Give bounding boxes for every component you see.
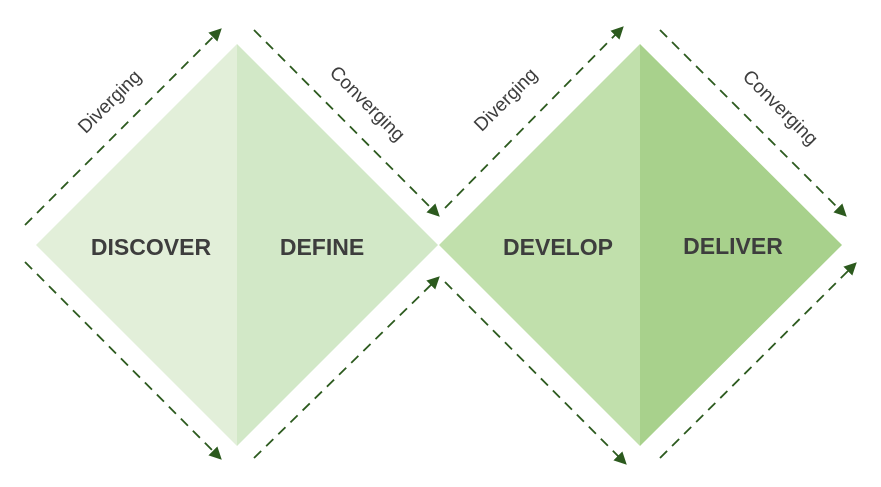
diverging-arrow-1-top <box>24 28 222 226</box>
deliver-half <box>640 44 842 446</box>
diverging-arrow-2-top <box>444 26 624 209</box>
converging-arrow-2-bottom <box>659 262 857 459</box>
define-label: DEFINE <box>280 234 364 260</box>
converging-arrow-2-top <box>659 29 847 217</box>
develop-label: DEVELOP <box>503 234 613 260</box>
discover-label: DISCOVER <box>91 234 212 260</box>
converging-label-2: Converging <box>738 66 822 150</box>
flow-arrows <box>24 26 857 465</box>
converging-arrow-1-top <box>253 29 440 217</box>
diverging-label-2: Diverging <box>470 64 542 136</box>
converging-arrow-1-bottom <box>253 276 440 459</box>
diverging-arrow-1-bottom <box>24 261 222 460</box>
discover-half <box>36 44 237 446</box>
diverging-label-1: Diverging <box>74 66 146 138</box>
diamond-discover-define: DISCOVER DEFINE <box>36 44 438 446</box>
develop-half <box>439 44 640 446</box>
define-half <box>237 44 438 446</box>
deliver-label: DELIVER <box>683 233 783 259</box>
diverging-arrow-2-bottom <box>444 281 627 465</box>
converging-label-1: Converging <box>325 62 409 146</box>
diamond-develop-deliver: DEVELOP DELIVER <box>439 44 842 446</box>
